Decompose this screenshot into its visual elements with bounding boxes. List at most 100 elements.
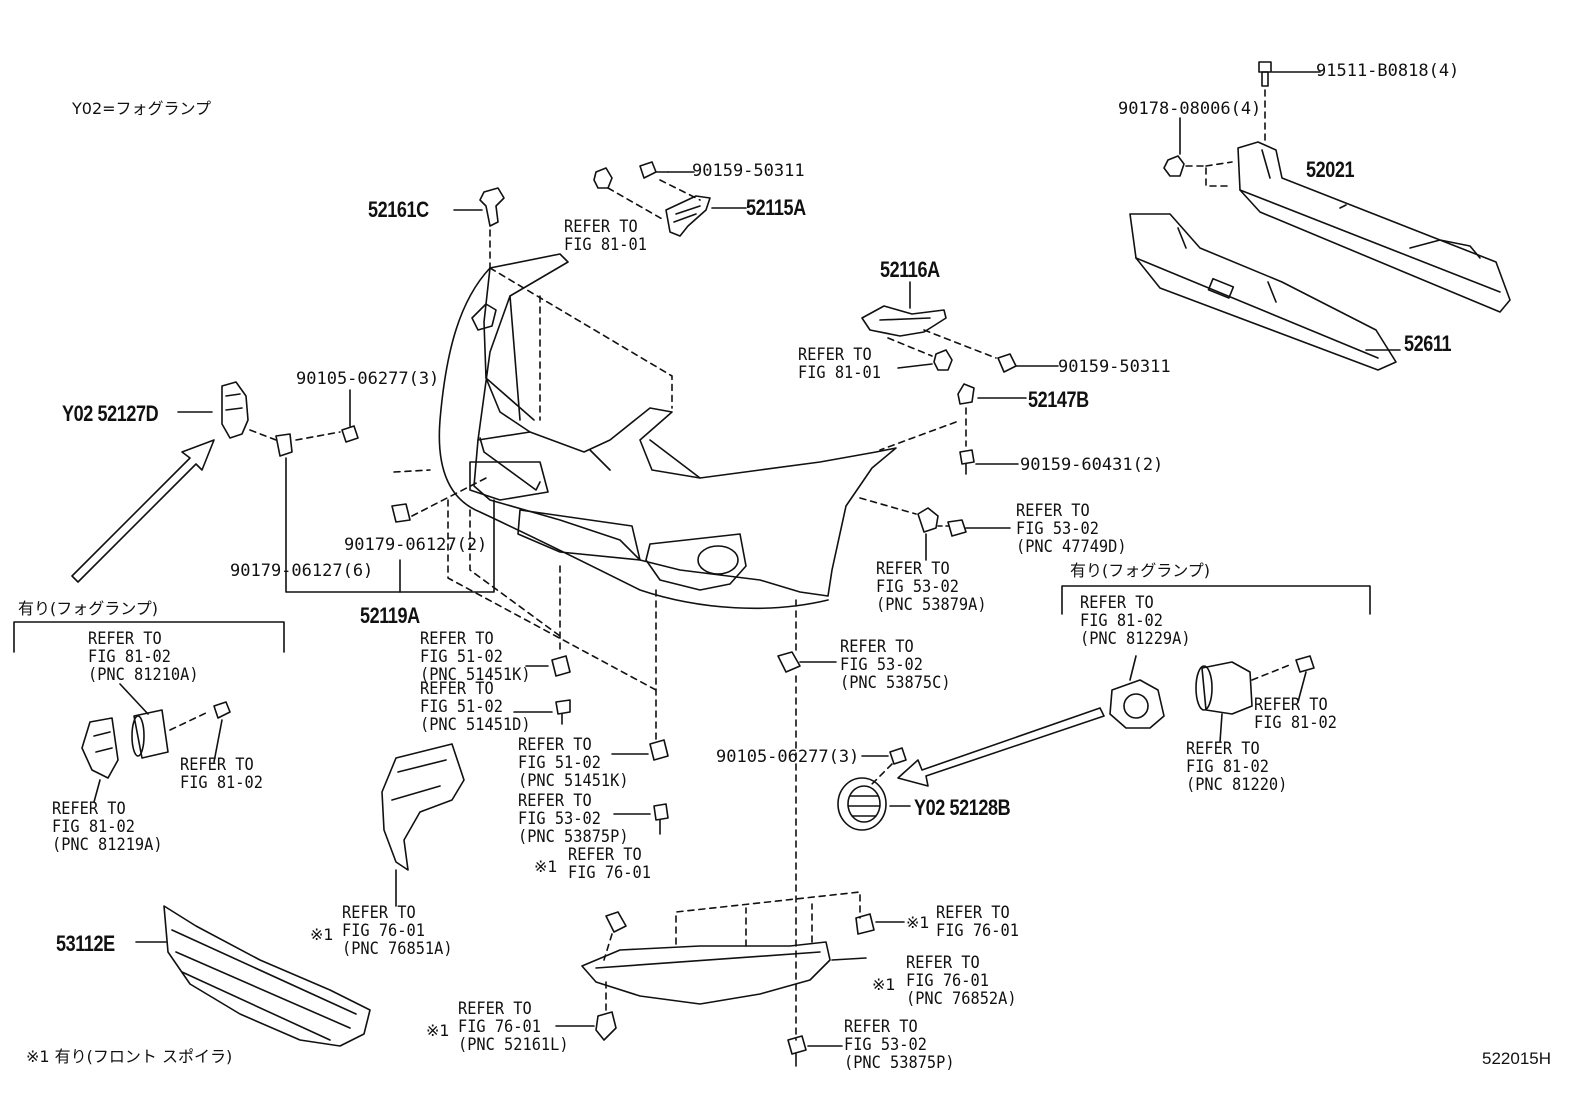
ref-line: REFER TO bbox=[518, 735, 592, 755]
fog-lamp-right bbox=[1109, 661, 1253, 729]
nut-90178 bbox=[1163, 155, 1185, 177]
ref-line: FIG 51-02 bbox=[420, 647, 503, 667]
ref-line: REFER TO bbox=[1080, 593, 1154, 613]
nut-81-01-top bbox=[593, 167, 613, 189]
fog-group-label-right: 有り(フォグランプ) bbox=[1070, 561, 1211, 580]
ref-line: REFER TO bbox=[1186, 739, 1260, 759]
ref-line: REFER TO bbox=[876, 559, 950, 579]
spoiler-side-76851A bbox=[381, 743, 465, 871]
screw-47749D bbox=[947, 519, 967, 537]
retainer-52115A bbox=[665, 195, 711, 237]
part-label-90179-6[interactable]: 90179-06127(6) bbox=[230, 561, 374, 581]
ref-line: (PNC 52161L) bbox=[458, 1035, 569, 1055]
ref-line: FIG 51-02 bbox=[420, 697, 503, 717]
ref-line: FIG 81-01 bbox=[564, 235, 647, 255]
nut-81-01-mid bbox=[933, 349, 953, 371]
retainer-52116A bbox=[861, 305, 947, 337]
part-label-52115A[interactable]: 52115A bbox=[746, 195, 806, 220]
bumper-cover-52119A bbox=[438, 253, 897, 610]
clip-51451K-b bbox=[649, 739, 669, 761]
part-label-53112E[interactable]: 53112E bbox=[56, 931, 115, 956]
part-label-52147B[interactable]: 52147B bbox=[1028, 387, 1089, 412]
part-label-52116A[interactable]: 52116A bbox=[880, 257, 940, 282]
ref-line: FIG 81-02 bbox=[1080, 611, 1163, 631]
ref-line: REFER TO bbox=[180, 755, 254, 775]
footnote: ※1 有り(フロント スポイラ) bbox=[26, 1047, 233, 1066]
arrow-left bbox=[71, 439, 215, 583]
part-label-91511[interactable]: 91511-B0818(4) bbox=[1316, 61, 1460, 81]
absorber-52611 bbox=[1129, 213, 1397, 371]
part-label-90105-lower[interactable]: 90105-06277(3) bbox=[716, 747, 860, 767]
part-label-52021[interactable]: 52021 bbox=[1306, 157, 1355, 182]
reinforcement-52021 bbox=[1237, 141, 1511, 313]
part-label-52128B[interactable]: Y02 52128B bbox=[914, 795, 1011, 820]
arrow-right bbox=[897, 707, 1105, 787]
ref-line: REFER TO bbox=[1254, 695, 1328, 715]
part-label-90179-2[interactable]: 90179-06127(2) bbox=[344, 535, 488, 555]
bolt-90105-lower bbox=[889, 747, 907, 765]
ref-line: FIG 81-02 bbox=[52, 817, 135, 837]
part-label-90159-mid[interactable]: 90159-50311 bbox=[1058, 357, 1171, 377]
part-label-90105-upper[interactable]: 90105-06277(3) bbox=[296, 369, 440, 389]
ref-line: (PNC 51451D) bbox=[420, 715, 531, 735]
bolt-90159-mid bbox=[997, 353, 1017, 373]
footnote-mark-2: ※1 bbox=[310, 925, 334, 944]
ref-line: FIG 76-01 bbox=[906, 971, 989, 991]
clip-51451K-a bbox=[551, 655, 571, 677]
ref-line: (PNC 76851A) bbox=[342, 939, 453, 959]
part-label-52611[interactable]: 52611 bbox=[1404, 331, 1452, 356]
bolt-91511 bbox=[1258, 61, 1272, 87]
part-label-90159-top[interactable]: 90159-50311 bbox=[692, 161, 805, 181]
clip-76-01-right bbox=[855, 913, 875, 935]
ref-line: (PNC 53875P) bbox=[518, 827, 629, 847]
part-label-52119A[interactable]: 52119A bbox=[360, 603, 420, 628]
part-label-52161C[interactable]: 52161C bbox=[368, 197, 429, 222]
ref-line: REFER TO bbox=[798, 345, 872, 365]
figure-code: 522015H bbox=[1482, 1049, 1552, 1068]
ref-line: FIG 53-02 bbox=[1016, 519, 1099, 539]
ref-line: REFER TO bbox=[1016, 501, 1090, 521]
ref-line: REFER TO bbox=[568, 845, 642, 865]
screw-51451D bbox=[555, 699, 571, 725]
ref-line: FIG 53-02 bbox=[876, 577, 959, 597]
ref-line: (PNC 76852A) bbox=[906, 989, 1017, 1009]
ref-line: (PNC 53875C) bbox=[840, 673, 951, 693]
ref-line: FIG 76-01 bbox=[458, 1017, 541, 1037]
part-label-90159-60431[interactable]: 90159-60431(2) bbox=[1020, 455, 1164, 475]
footnote-mark-4: ※1 bbox=[872, 975, 896, 994]
ref-line: FIG 53-02 bbox=[844, 1035, 927, 1055]
part-label-90178[interactable]: 90178-08006(4) bbox=[1118, 99, 1262, 119]
ref-line: FIG 53-02 bbox=[840, 655, 923, 675]
ref-line: REFER TO bbox=[458, 999, 532, 1019]
footnote-mark-1: ※1 bbox=[534, 857, 558, 876]
bolt-90105-06277 bbox=[341, 425, 359, 443]
ref-line: (PNC 51451K) bbox=[420, 665, 531, 685]
ref-line: REFER TO bbox=[936, 903, 1010, 923]
bolt-90159-top bbox=[639, 161, 669, 179]
footnote-mark-5: ※1 bbox=[426, 1021, 450, 1040]
bolt-left-81-02 bbox=[213, 701, 231, 719]
part-label-52127D[interactable]: Y02 52127D bbox=[62, 401, 159, 426]
clip-53875C bbox=[777, 651, 801, 673]
